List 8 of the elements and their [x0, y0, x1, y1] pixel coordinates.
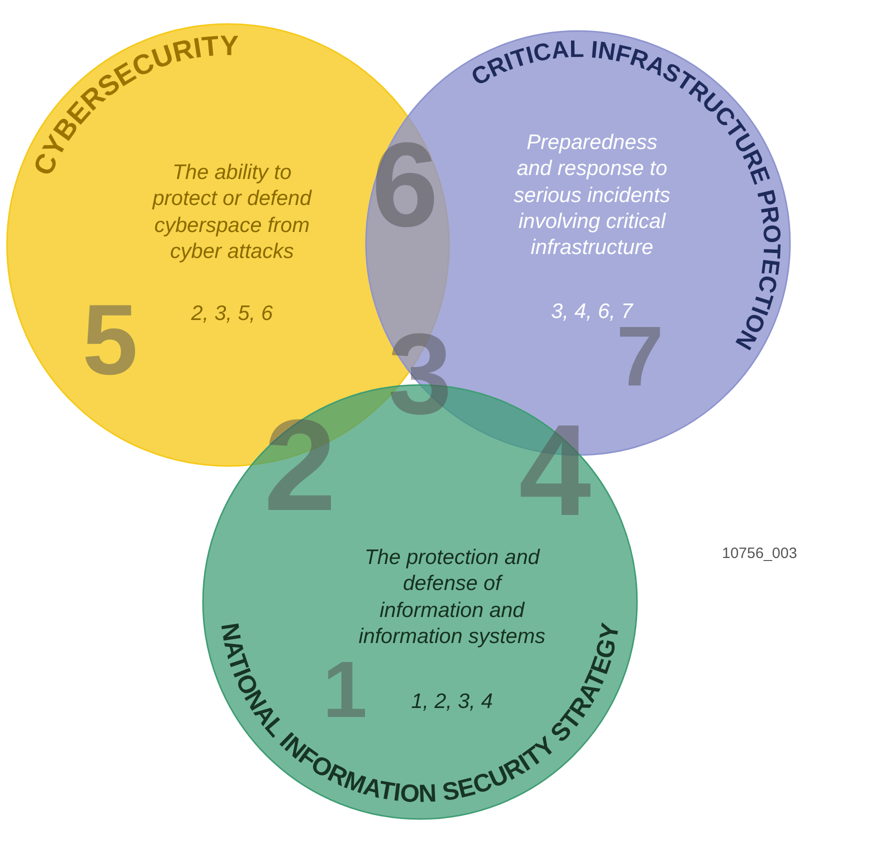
region-number: 3	[388, 318, 452, 432]
region-list: 2, 3, 5, 6	[191, 302, 273, 326]
region-number: 5	[82, 290, 138, 390]
region-number: 4	[518, 405, 592, 535]
region-number: 6	[372, 125, 438, 245]
region-list: 1, 2, 3, 4	[411, 690, 493, 714]
figure-code: 10756_003	[722, 545, 798, 562]
description-text: The protection and defense of information and information systems	[358, 545, 546, 648]
